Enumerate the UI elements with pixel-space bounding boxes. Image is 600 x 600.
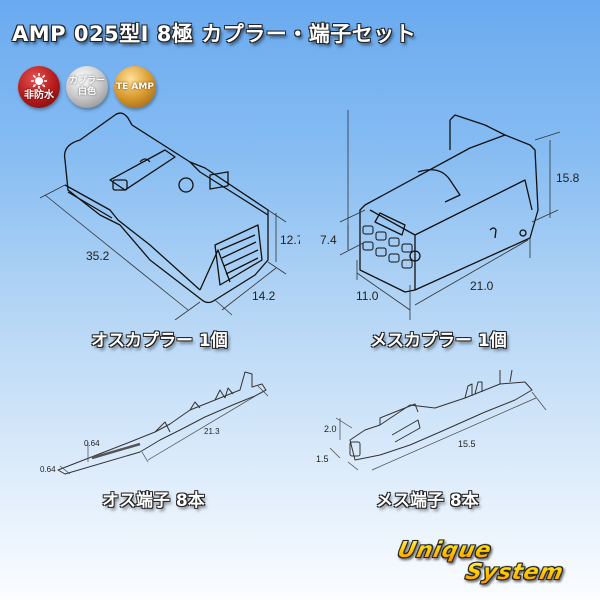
non-waterproof-badge: 非防水 (18, 66, 60, 108)
female-terminal-caption: メス端子 8本 (376, 491, 479, 511)
page-title: AMP 025型I 8極 カプラー・端子セット (12, 22, 417, 46)
male-coupler-height-dim: 12.7 (280, 233, 300, 247)
logo-word-system: System (463, 560, 567, 585)
female-coupler-length-dim: 21.0 (470, 279, 494, 293)
non-waterproof-label: 非防水 (24, 90, 54, 101)
male-terminal-length-dim: 21.3 (204, 427, 220, 436)
female-terminal-width-dim: 1.5 (316, 454, 329, 464)
female-coupler-width-dim: 11.0 (356, 289, 379, 303)
coupler-label: カプラー (68, 76, 105, 86)
female-coupler-front-height-dim: 7.4 (320, 233, 337, 247)
female-terminal-drawing: 2.0 1.5 15.5 (316, 370, 547, 471)
male-coupler-drawing: 35.2 12.7 14.2 (40, 112, 300, 320)
female-coupler-drawing: 7.4 15.8 11.0 21.0 (320, 110, 580, 320)
feature-badges: 非防水 カプラー 白色 TE AMP (18, 66, 156, 108)
female-terminal-height-dim: 2.0 (324, 424, 337, 434)
male-terminal-tab-width-dim: 0.64 (84, 439, 100, 448)
male-terminal-caption: オス端子 8本 (102, 491, 205, 511)
sun-icon (31, 73, 47, 89)
te-amp-badge: TE AMP (114, 66, 156, 108)
male-terminal-tab-thickness-dim: 0.64 (40, 465, 56, 474)
male-coupler-length-dim: 35.2 (86, 249, 110, 263)
female-terminal-length-dim: 15.5 (458, 439, 476, 449)
unique-system-logo: Unique System (388, 534, 588, 590)
white-color-label: 白色 (77, 87, 96, 97)
te-amp-label: TE AMP (116, 81, 154, 92)
male-coupler-width-dim: 14.2 (252, 289, 276, 303)
male-terminal-drawing: 0.64 0.64 21.3 (40, 371, 269, 475)
female-coupler-caption: メスカプラー 1個 (370, 331, 507, 351)
female-coupler-height-dim: 15.8 (556, 171, 580, 185)
male-coupler-caption: オスカプラー 1個 (91, 331, 228, 351)
coupler-white-badge: カプラー 白色 (66, 66, 108, 108)
